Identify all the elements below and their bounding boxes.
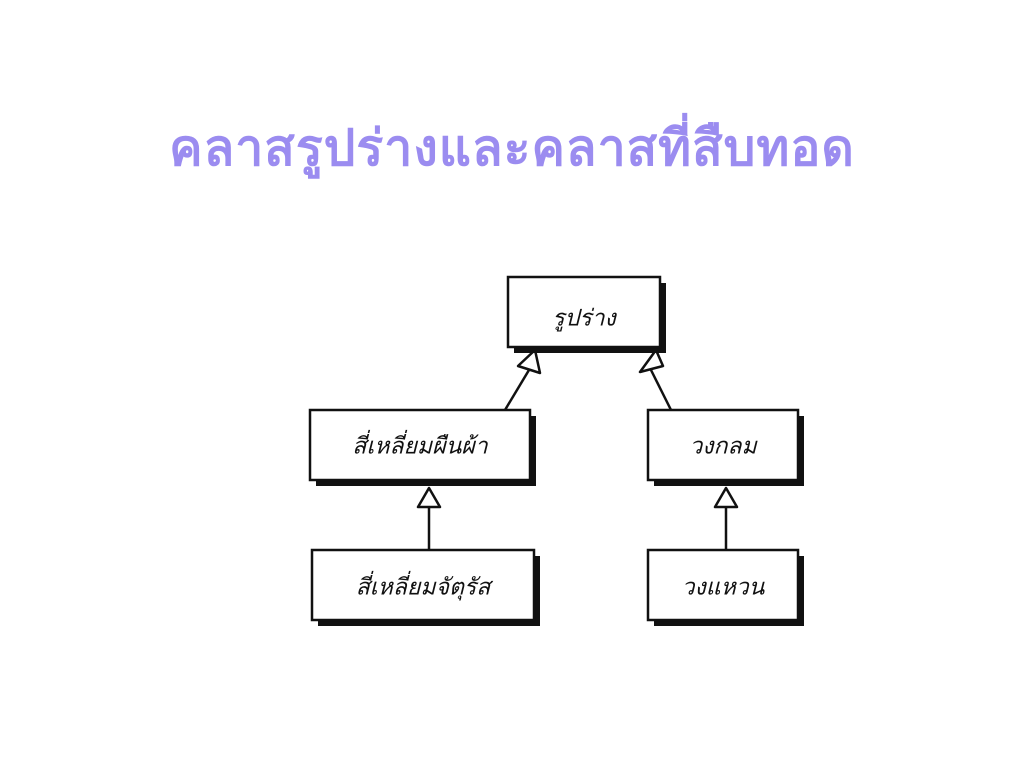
node-parallelogram-label: สี่เหลี่ยมผืนผ้า — [352, 430, 488, 460]
node-ring: วงแหวน — [646, 548, 804, 626]
connectors — [427, 369, 728, 550]
node-circle: วงกลม — [646, 408, 804, 486]
arrowhead-shape-left-icon — [516, 348, 542, 375]
arrowhead-rect-icon — [416, 486, 442, 509]
connector-circle-to-shape — [649, 369, 673, 411]
node-ring-label: วงแหวน — [682, 575, 766, 601]
connector-rect-to-shape — [503, 369, 531, 411]
arrowheads — [416, 348, 739, 509]
node-square: สี่เหลี่ยมจัตุรัส — [310, 548, 540, 626]
node-parallelogram: สี่เหลี่ยมผืนผ้า — [308, 408, 536, 486]
slide-title: คลาสรูปร่างและคลาสที่สืบทอด — [169, 119, 855, 177]
diagram-svg: รูปร่าง สี่เหลี่ยมผืนผ้า วงกลม สี่เหลี่ย… — [308, 275, 804, 626]
node-circle-label: วงกลม — [689, 434, 758, 460]
arrowhead-shape-right-icon — [638, 348, 665, 374]
inheritance-diagram: รูปร่าง สี่เหลี่ยมผืนผ้า วงกลม สี่เหลี่ย… — [290, 262, 820, 640]
arrowhead-circle-icon — [713, 486, 739, 509]
node-shape: รูปร่าง — [506, 275, 666, 353]
node-shape-label: รูปร่าง — [552, 306, 617, 332]
node-square-label: สี่เหลี่ยมจัตุรัส — [356, 571, 495, 601]
